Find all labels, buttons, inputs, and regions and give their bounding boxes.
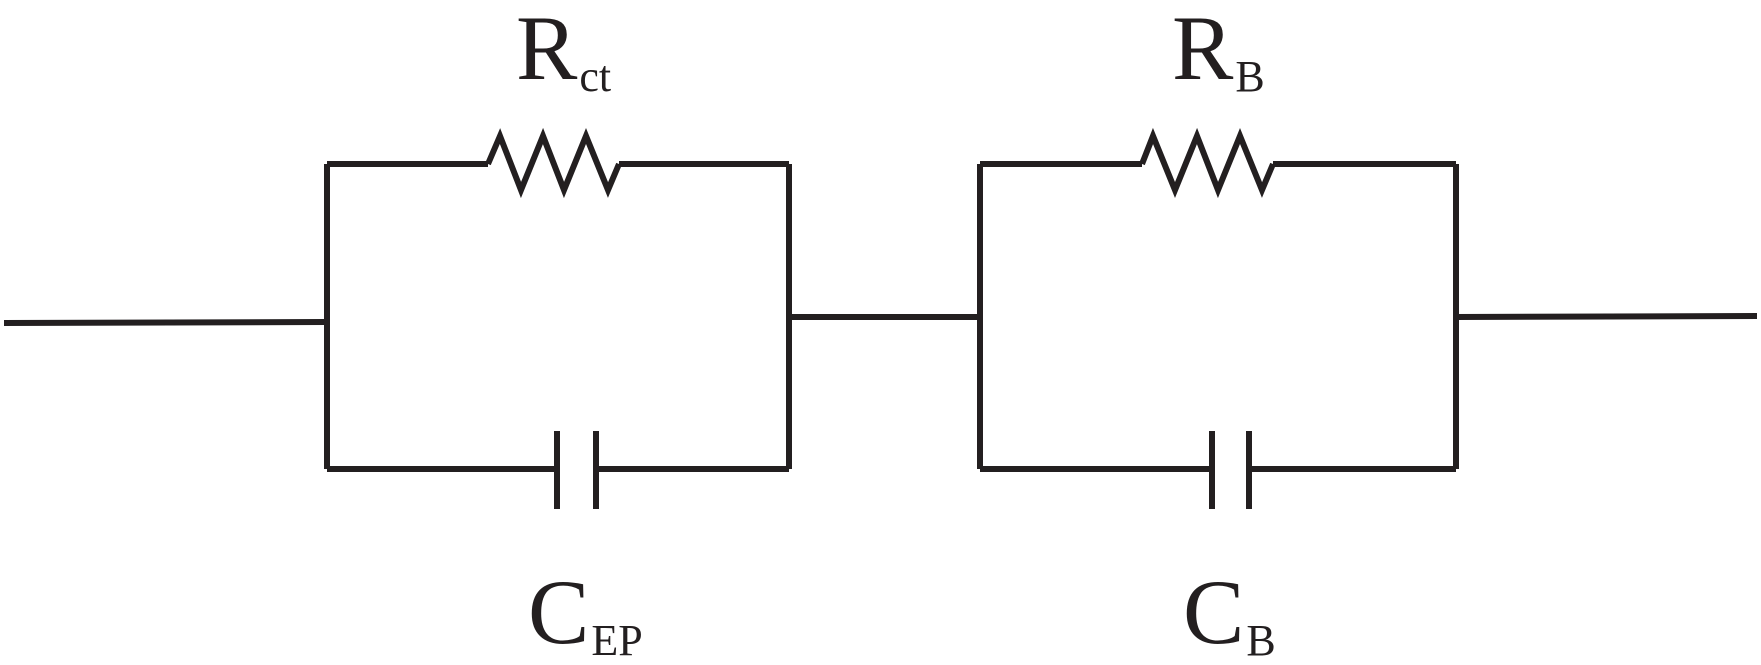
rb-label-symbol: R bbox=[1172, 0, 1234, 99]
cb-label-symbol: C bbox=[1183, 561, 1245, 663]
rb-resistor bbox=[1139, 127, 1276, 199]
rct-label: Rct bbox=[516, 2, 611, 99]
rb-label: RB bbox=[1172, 2, 1265, 99]
input-lead-wire bbox=[3, 319, 327, 326]
cep-label: CEP bbox=[528, 566, 643, 663]
rb-label-subscript: B bbox=[1235, 52, 1265, 101]
cb-label: CB bbox=[1183, 566, 1276, 663]
rct-label-subscript: ct bbox=[579, 52, 612, 101]
rct-resistor bbox=[485, 127, 622, 199]
output-lead-wire bbox=[1455, 313, 1758, 320]
cep-label-symbol: C bbox=[528, 561, 590, 663]
rct-label-symbol: R bbox=[516, 0, 578, 99]
cep-label-subscript: EP bbox=[591, 616, 643, 665]
cb-label-subscript: B bbox=[1246, 616, 1276, 665]
